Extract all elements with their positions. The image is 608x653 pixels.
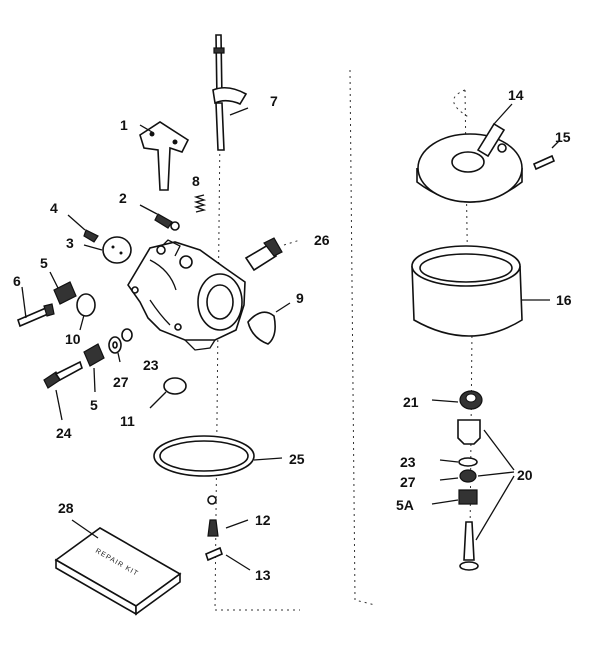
part-2-screw (154, 213, 180, 231)
label-2: 2 (119, 190, 127, 206)
label-4: 4 (50, 200, 58, 216)
part-7-throttle-shaft (212, 34, 248, 151)
alignment-line-right (349, 69, 376, 606)
part-6-idle-screw (17, 303, 55, 328)
part-15-float-pin (532, 154, 556, 171)
label-6: 6 (13, 273, 21, 289)
part-13-clip (205, 546, 223, 562)
label-23-right: 23 (400, 454, 416, 470)
part-12-screw (207, 495, 219, 537)
part-23-o-ring-left (121, 328, 133, 342)
part-5-spring-lower (83, 343, 105, 367)
label-8: 8 (192, 173, 200, 189)
label-5-upper: 5 (40, 255, 48, 271)
label-28: 28 (58, 500, 74, 516)
part-4-screw (83, 229, 99, 243)
part-20-nozzle (457, 419, 481, 445)
label-12: 12 (255, 512, 271, 528)
label-5-lower: 5 (90, 397, 98, 413)
label-25: 25 (289, 451, 305, 467)
part-10-welch-plug (76, 293, 96, 317)
part-23-o-ring-right (458, 457, 478, 467)
label-13: 13 (255, 567, 271, 583)
label-27-right: 27 (400, 474, 416, 490)
part-9-throttle-plate (247, 311, 276, 345)
part-24-needle-valve (43, 360, 83, 389)
label-10: 10 (65, 331, 81, 347)
part-20-needle (459, 521, 479, 571)
part-11-gasket (163, 377, 187, 395)
label-7: 7 (270, 93, 278, 109)
alignment-line-needle (469, 329, 473, 541)
label-3: 3 (66, 235, 74, 251)
label-26: 26 (314, 232, 330, 248)
part-27-washer-left (108, 336, 122, 354)
label-24: 24 (56, 425, 72, 441)
part-21-nut (459, 390, 483, 410)
label-5A: 5A (396, 497, 414, 513)
label-16: 16 (556, 292, 572, 308)
part-5-spring-upper (53, 281, 77, 305)
carburetor-body (127, 239, 246, 351)
alignment-line-main (214, 129, 221, 611)
label-1: 1 (120, 117, 128, 133)
label-15: 15 (555, 129, 571, 145)
part-8-spring (193, 194, 207, 213)
part-1-choke-bracket (139, 121, 190, 191)
part-3-choke-plate (102, 236, 132, 264)
label-23-left: 23 (143, 357, 159, 373)
label-20: 20 (517, 467, 533, 483)
part-28-repair-kit: REPAIR KIT (54, 527, 182, 616)
label-14: 14 (508, 87, 524, 103)
part-25-bowl-gasket (153, 435, 255, 477)
label-21: 21 (403, 394, 419, 410)
part-27-washer-right (459, 469, 477, 483)
part-16-float-bowl (411, 245, 523, 337)
label-11: 11 (120, 413, 135, 429)
label-9: 9 (296, 290, 304, 306)
part-5A-spring (458, 489, 478, 505)
label-27-left: 27 (113, 374, 129, 390)
part-26-fitting (244, 237, 283, 272)
part-14-float (416, 122, 523, 203)
